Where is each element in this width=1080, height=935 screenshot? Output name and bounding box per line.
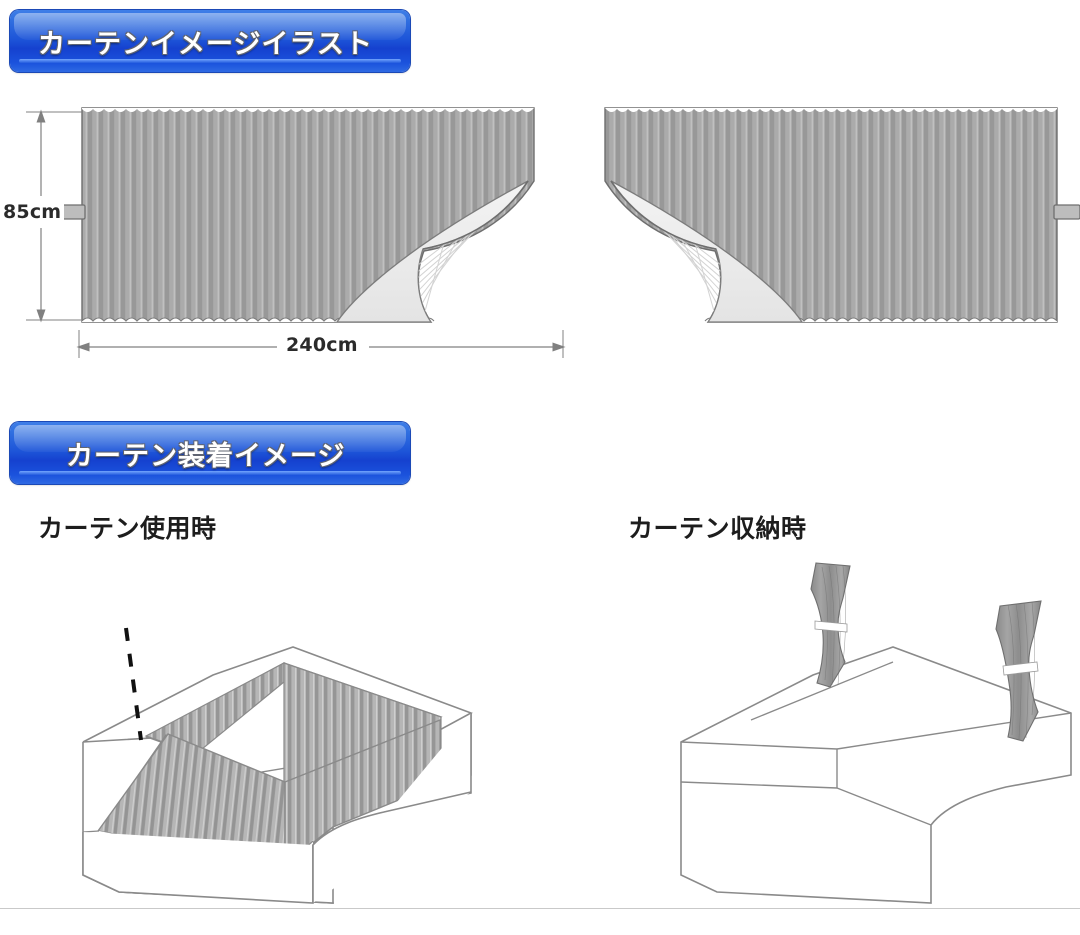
section-banner-curtain-illustration: カーテンイメージイラスト <box>10 10 410 72</box>
install-illustrations <box>82 562 1072 904</box>
subtitle-in-use: カーテン使用時 <box>38 514 217 543</box>
curtain-bundle-left <box>810 562 851 688</box>
illustration-cabin-in-use <box>82 627 473 904</box>
curtain-split-dashed-line <box>133 627 199 631</box>
curtain-sheer-fan-right <box>610 180 804 323</box>
curtain-split-dashed-line <box>124 627 143 741</box>
dimension-width <box>76 330 566 358</box>
illustration-cabin-stored <box>680 562 1072 904</box>
bottom-divider <box>0 908 1080 909</box>
curtain-tie-band <box>814 620 848 633</box>
pleat-scallop-top-right <box>605 108 1057 112</box>
pleat-scallop-top-left <box>82 108 534 112</box>
dimension-height <box>26 109 82 323</box>
banner-label: カーテン装着イメージ <box>66 440 346 472</box>
curtain-dimension-illustration <box>26 107 1080 358</box>
banner-label: カーテンイメージイラスト <box>38 28 373 60</box>
curtain-bundle-right <box>995 600 1042 742</box>
curtain-tie-band <box>1002 661 1039 676</box>
curtain-sheer-fan-left <box>335 180 529 323</box>
dimension-height-label: 85cm <box>0 201 65 223</box>
curtain-panel-left <box>58 107 535 323</box>
curtain-panel-right <box>604 107 1080 323</box>
section-banner-install-image: カーテン装着イメージ <box>10 422 410 484</box>
curtain-hook-tab-right <box>1053 204 1080 220</box>
subtitle-stored: カーテン収納時 <box>628 514 807 543</box>
dimension-width-label: 240cm <box>283 334 361 356</box>
